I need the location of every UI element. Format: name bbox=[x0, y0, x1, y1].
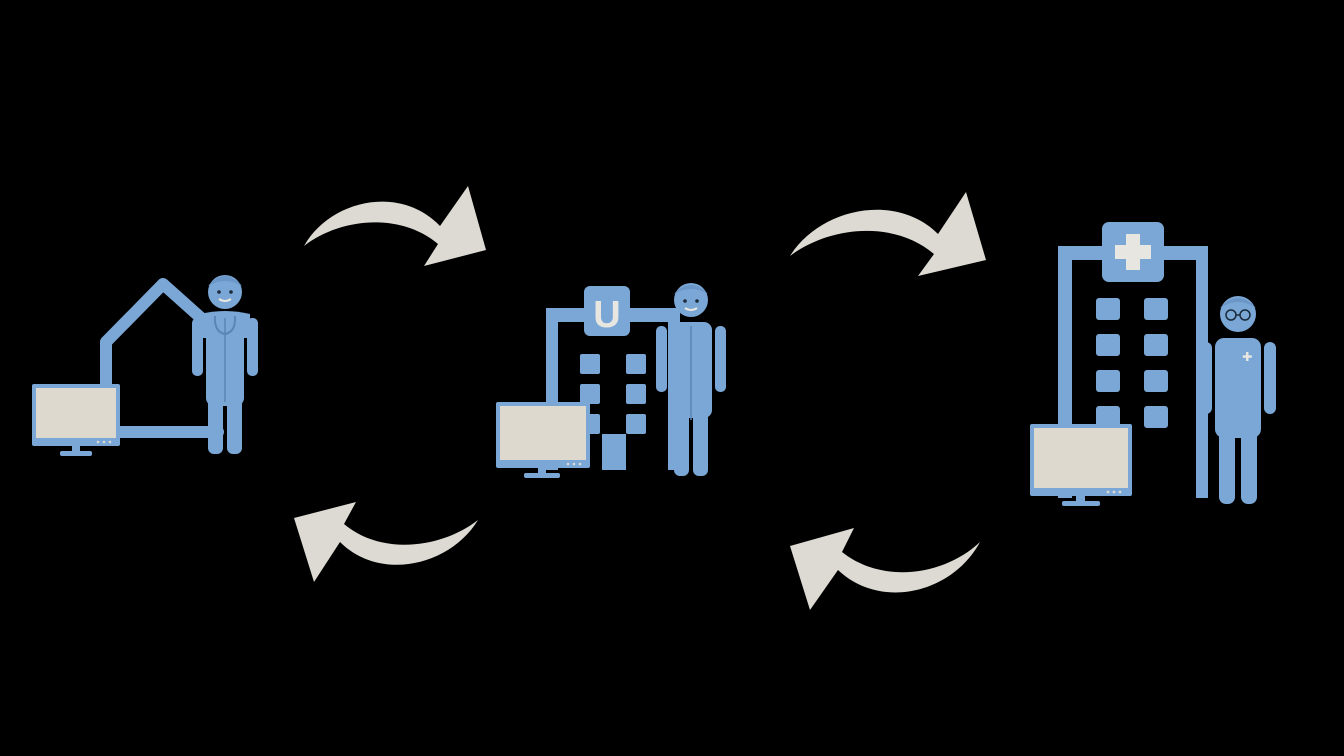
curved-arrow-left-icon bbox=[790, 528, 980, 610]
home-node-graphic bbox=[32, 275, 258, 456]
doctor-person-icon bbox=[656, 283, 726, 476]
curved-arrow-left-icon bbox=[294, 502, 478, 582]
arrow-home-to-university bbox=[300, 182, 490, 272]
university-building-icon: U bbox=[546, 286, 680, 470]
university-node-graphic: U bbox=[496, 283, 726, 478]
monitor-icon bbox=[1030, 424, 1132, 506]
university-badge-letter: U bbox=[593, 294, 620, 336]
monitor-icon bbox=[496, 402, 590, 478]
university-node: U bbox=[494, 280, 734, 485]
curved-arrow-right-icon bbox=[790, 192, 986, 276]
arrow-university-to-hospital bbox=[786, 188, 992, 282]
curved-arrow-right-icon bbox=[304, 186, 486, 266]
arrow-university-to-home bbox=[290, 498, 482, 586]
doctor-person-icon bbox=[192, 275, 258, 454]
doctor-person-icon bbox=[1200, 296, 1276, 504]
hospital-node-graphic bbox=[1030, 222, 1276, 506]
home-node bbox=[28, 262, 268, 462]
monitor-icon bbox=[32, 384, 120, 456]
medical-cross-icon bbox=[1115, 234, 1151, 270]
hospital-node bbox=[1028, 222, 1288, 514]
arrow-hospital-to-university bbox=[786, 524, 984, 614]
